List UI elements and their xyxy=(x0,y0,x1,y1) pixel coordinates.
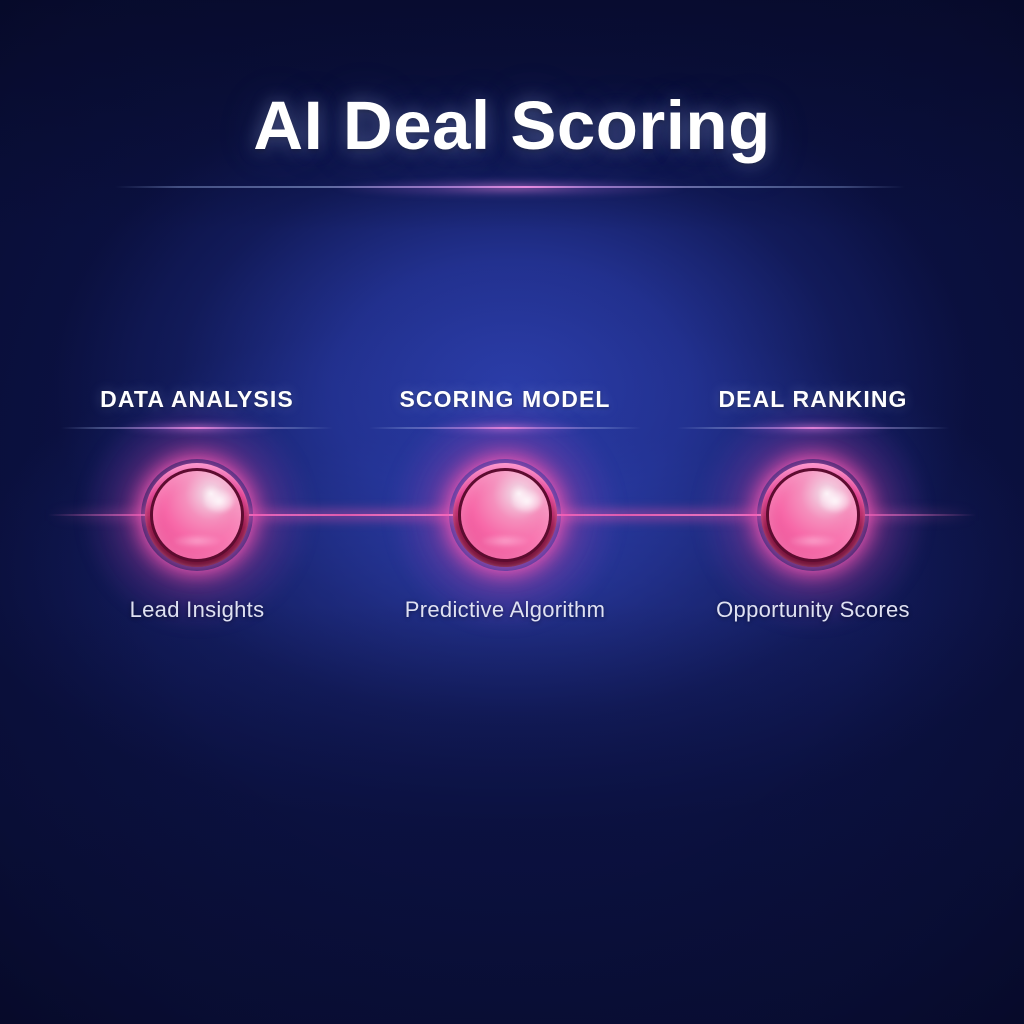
step-node[interactable] xyxy=(390,400,620,630)
title-divider xyxy=(115,186,905,188)
sphere-highlight-icon xyxy=(820,490,851,513)
sphere-rim-icon xyxy=(453,463,557,567)
step-node[interactable] xyxy=(698,400,928,630)
sphere-reflection-icon xyxy=(790,534,836,547)
step-sublabel: Opportunity Scores xyxy=(716,597,910,622)
sphere-highlight-icon xyxy=(204,490,235,513)
step-underline xyxy=(369,427,641,429)
sphere-reflection-icon xyxy=(482,534,528,547)
step-label: DEAL RANKING xyxy=(718,386,908,412)
sphere-icon xyxy=(461,471,549,559)
page-title: AI Deal Scoring xyxy=(253,87,771,164)
sphere-reflection-icon xyxy=(174,534,220,547)
step-sublabel: Predictive Algorithm xyxy=(404,597,606,622)
sphere-icon xyxy=(153,471,241,559)
step-underline xyxy=(677,427,949,429)
sphere-rim-icon xyxy=(145,463,249,567)
step-underline xyxy=(61,427,333,429)
step-node[interactable] xyxy=(82,400,312,630)
sphere-icon xyxy=(769,471,857,559)
sphere-rim-icon xyxy=(761,463,865,567)
sphere-highlight-icon xyxy=(512,490,543,513)
step-label: DATA ANALYSIS xyxy=(100,386,294,412)
title-divider-glow xyxy=(330,178,690,198)
step-sublabel: Lead Insights xyxy=(129,597,265,622)
step-label: SCORING MODEL xyxy=(399,386,611,412)
